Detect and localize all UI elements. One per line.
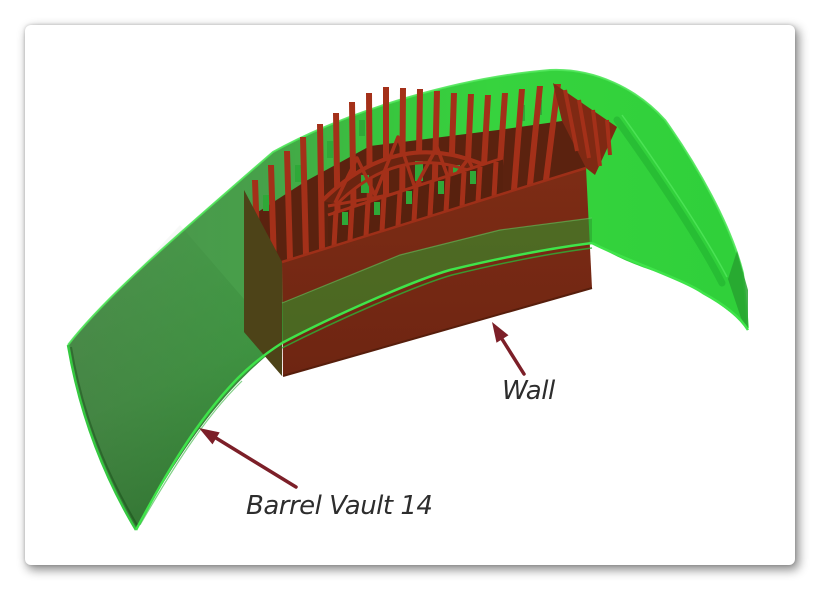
- barrel-vault-label: Barrel Vault 14: [246, 491, 432, 521]
- wall-front-bottom-edge: [282, 287, 593, 377]
- vault-front-edge-right: [591, 241, 750, 331]
- wall-arrow-head: [492, 322, 509, 343]
- scene-3d: Wall Barrel Vault 14: [66, 68, 750, 531]
- vault-front-edge-left-inner: [139, 380, 243, 526]
- vault-band-top-line: [281, 217, 593, 304]
- wall-left-face: [244, 190, 282, 376]
- vault-front-edge-left: [134, 341, 283, 531]
- vault-top-edge: [67, 68, 749, 346]
- wall-front-top-edge: [281, 166, 587, 264]
- barrel-vault-front-band: [134, 190, 750, 531]
- barrel-vault-arrow-head: [199, 428, 220, 445]
- crown-right-end-ribs: [563, 89, 612, 167]
- wall-model: [244, 83, 617, 377]
- vault-right-crease-highlight: [621, 114, 728, 278]
- wall-arrow-line: [500, 337, 526, 376]
- figure-canvas: Wall Barrel Vault 14: [25, 25, 795, 565]
- barrel-vault-arrow-line: [214, 436, 298, 489]
- annotation-wall: Wall: [492, 322, 556, 406]
- wall-label: Wall: [502, 376, 556, 406]
- vault-right-crease: [613, 116, 726, 287]
- vault-wing-shade: [68, 225, 282, 530]
- vault-front-edge-mid: [281, 241, 593, 345]
- wall-ribs-front: [327, 156, 504, 250]
- annotation-barrel-vault: Barrel Vault 14: [199, 428, 433, 521]
- vault-over-left-face: [244, 190, 282, 376]
- vault-left-end-edge: [66, 344, 138, 531]
- vault-band: [282, 218, 592, 343]
- vault-front-edge-mid-inner: [281, 247, 593, 349]
- vault-left-end-shadow: [70, 346, 138, 526]
- vault-right-end-face: [728, 251, 748, 330]
